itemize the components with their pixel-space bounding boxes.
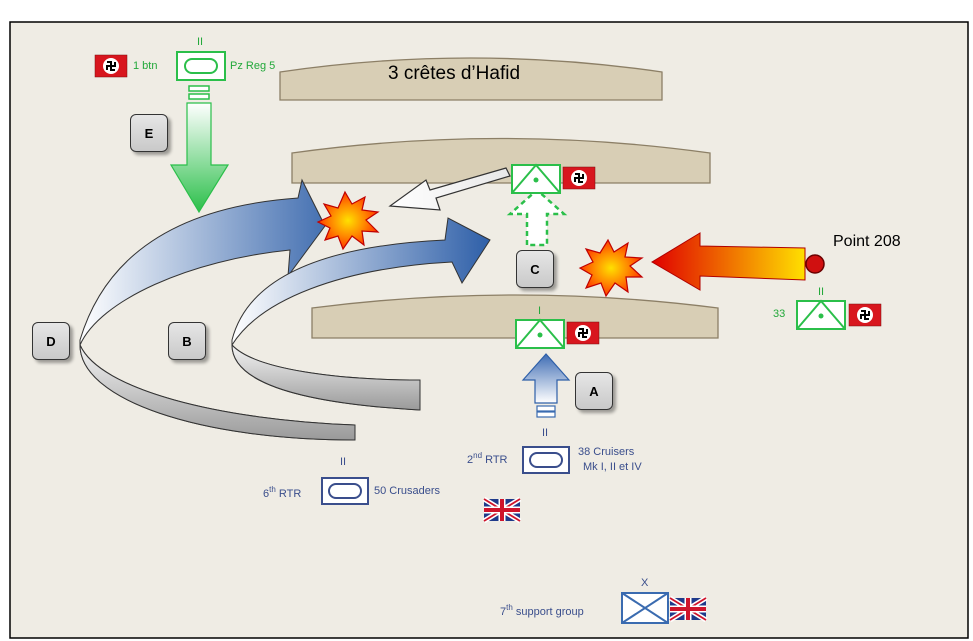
- point-marker-icon: [805, 254, 825, 274]
- unit-2nd-rtr: [522, 446, 570, 474]
- explosion-icon: [578, 238, 644, 298]
- german-flag-icon: [566, 321, 600, 345]
- unit-pz-reg-5: [94, 51, 226, 81]
- echelon-6th-rtr: II: [340, 456, 347, 468]
- arrow-e: [169, 85, 230, 214]
- unit-33-label: 33: [773, 308, 786, 320]
- echelon-support: X: [641, 577, 649, 589]
- arrow-red: [651, 232, 806, 291]
- cruisers-line1: 38 Cruisers: [578, 446, 635, 458]
- ridge-south: [311, 294, 719, 339]
- echelon-ridge-south: I: [538, 305, 542, 317]
- arrow-a-up: [521, 353, 571, 418]
- label-box-b: B: [168, 322, 206, 360]
- unit-6th-rtr: [321, 477, 369, 505]
- ridge-title: 3 crêtes d’Hafid: [388, 63, 521, 84]
- echelon-2nd-rtr: II: [542, 427, 549, 439]
- btn-label: 1 btn: [133, 60, 158, 72]
- union-jack-icon: [484, 499, 520, 521]
- ridge-middle: [291, 137, 711, 184]
- support-group-label: 7th support group: [500, 603, 584, 618]
- german-flag-icon: [94, 54, 128, 78]
- unit-german-ridge-south: [515, 318, 600, 349]
- pz-reg-label: Pz Reg 5: [230, 60, 276, 72]
- echelon-33: II: [818, 286, 825, 298]
- label-box-e: E: [130, 114, 168, 152]
- rtr6-label: 6th RTR: [263, 485, 302, 500]
- label-box-d: D: [32, 322, 70, 360]
- german-flag-icon: [562, 166, 596, 190]
- arrow-white: [388, 167, 511, 211]
- ridge-north: [279, 57, 663, 101]
- label-box-c: C: [516, 250, 554, 288]
- german-flag-icon: [848, 303, 882, 327]
- union-jack-icon: [670, 598, 706, 620]
- point-208-label: Point 208: [833, 233, 901, 250]
- unit-german-ridge-mid: [511, 163, 596, 194]
- echelon-pz: II: [197, 36, 204, 48]
- label-box-a: A: [575, 372, 613, 410]
- rtr2-label: 2nd RTR: [467, 451, 508, 466]
- unit-german-33: [796, 299, 882, 330]
- crusaders-label: 50 Crusaders: [374, 485, 441, 497]
- explosion-icon: [316, 190, 380, 251]
- unit-7th-support-group: [621, 592, 706, 624]
- cruisers-line2: Mk I, II et IV: [583, 461, 642, 473]
- arrow-advance-dotted: [506, 188, 568, 247]
